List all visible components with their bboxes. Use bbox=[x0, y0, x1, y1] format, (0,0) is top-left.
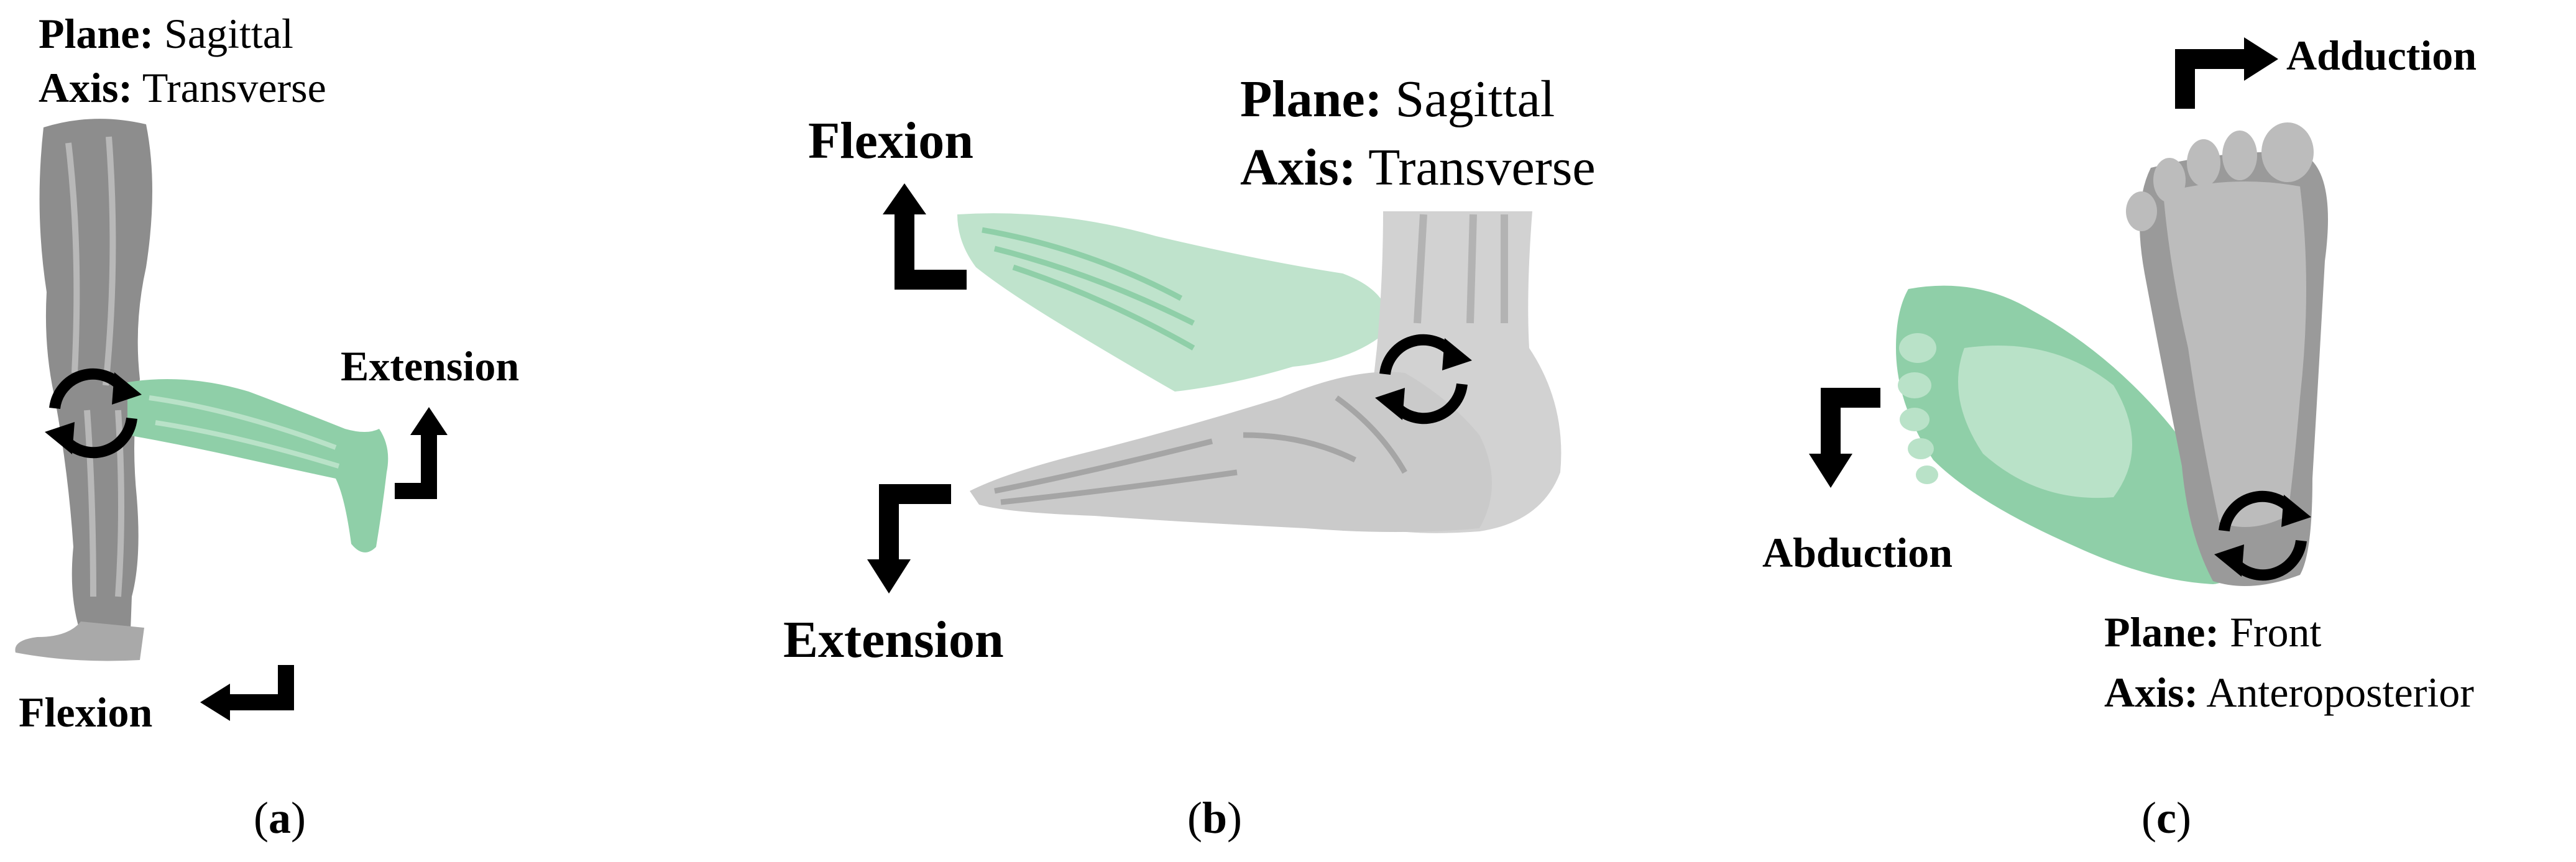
extension-arrow-icon bbox=[395, 407, 448, 499]
panel-c-abduction-label: Abduction bbox=[1762, 529, 1953, 576]
panel-a-caption: (a) bbox=[254, 793, 306, 843]
panel-a-leg-illustration bbox=[15, 119, 448, 721]
panel-b-ankle-illustration bbox=[867, 183, 1562, 594]
flexion-arrow-icon-b bbox=[883, 183, 967, 290]
panel-c-axis-label: Axis: Anteroposterior bbox=[2104, 669, 2474, 716]
flexion-arrow-icon-a bbox=[200, 665, 294, 721]
extension-arrow-icon-b bbox=[867, 484, 951, 594]
panel-b-extension-label: Extension bbox=[783, 611, 1004, 669]
panel-b-axis-label: Axis: Transverse bbox=[1240, 139, 1596, 196]
panel-a-extension-label: Extension bbox=[341, 342, 520, 390]
panel-a-plane-label: Plane: Sagittal bbox=[39, 10, 293, 57]
panel-c-plane-label: Plane: Front bbox=[2104, 608, 2322, 656]
panel-c-foot-illustration bbox=[1809, 37, 2328, 586]
adduction-arrow-icon bbox=[2175, 37, 2278, 109]
panel-b-flexion-label: Flexion bbox=[808, 112, 973, 170]
panel-a-flexion-label: Flexion bbox=[19, 689, 153, 736]
panel-c-adduction-label: Adduction bbox=[2286, 32, 2477, 79]
panel-c-caption: (c) bbox=[2141, 793, 2191, 843]
panel-b-plane-label: Plane: Sagittal bbox=[1240, 70, 1555, 128]
panel-b-caption: (b) bbox=[1187, 793, 1243, 843]
abduction-arrow-icon bbox=[1809, 388, 1880, 488]
panel-a-axis-label: Axis: Transverse bbox=[39, 64, 326, 111]
